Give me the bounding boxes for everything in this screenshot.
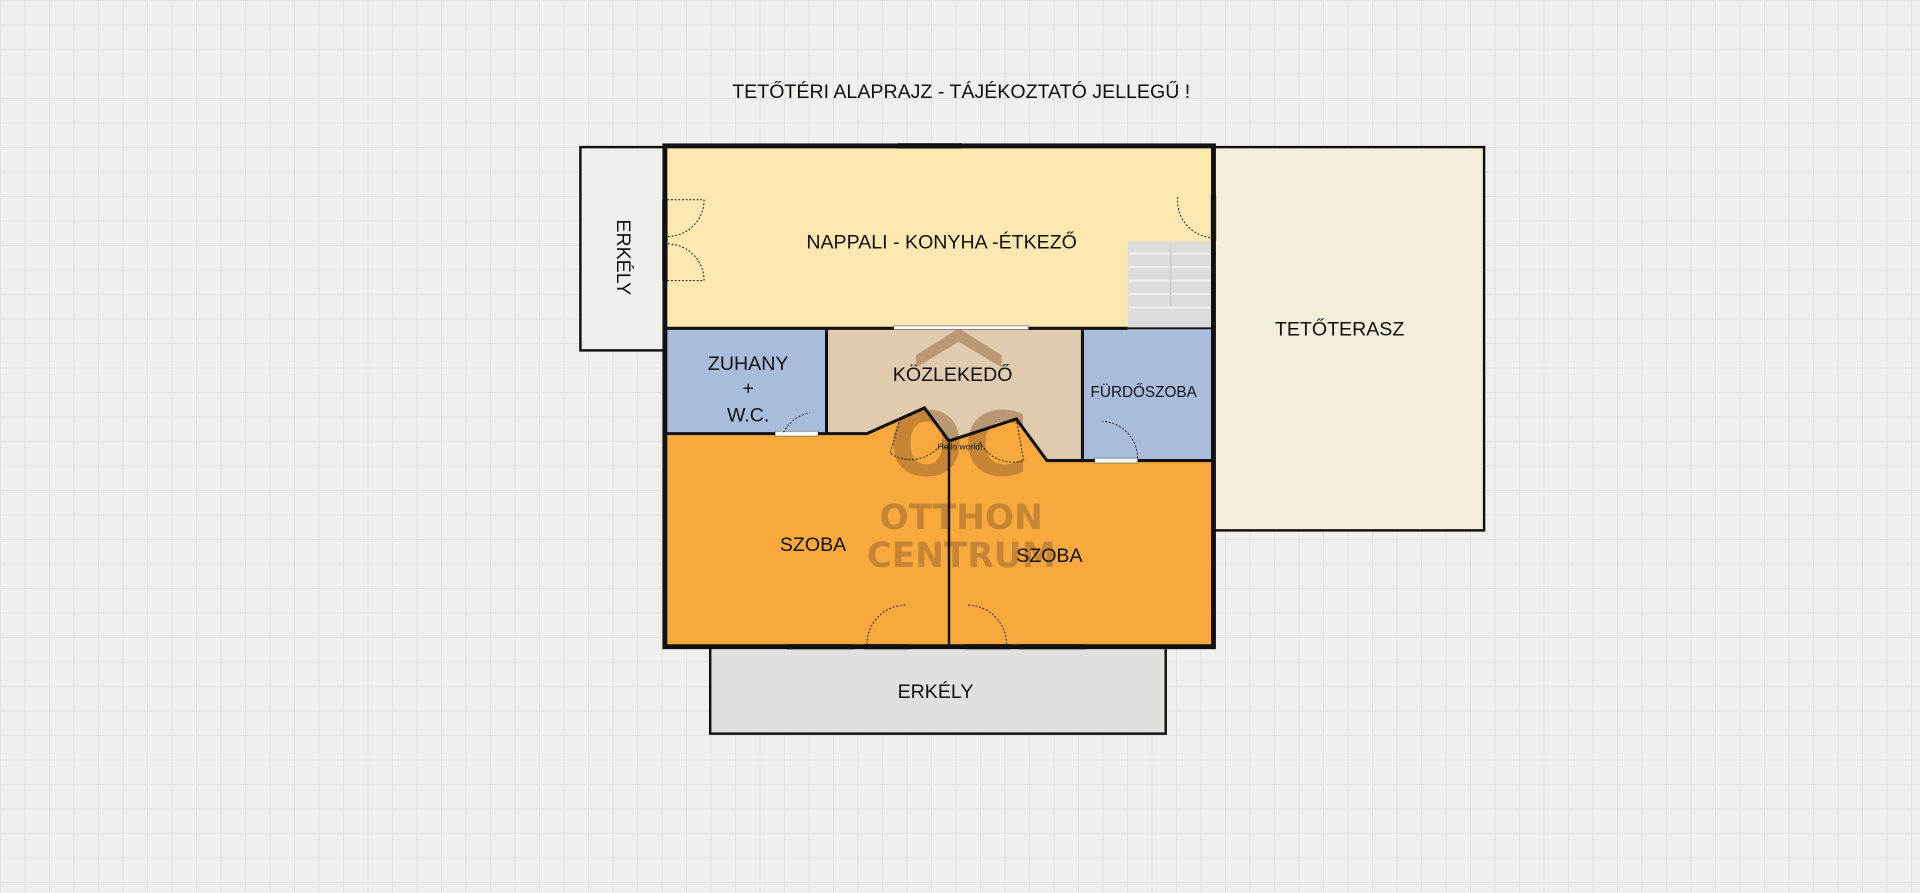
living-label: NAPPALI - KONYHA -ÉTKEZŐ <box>806 231 1077 254</box>
bedroom-right <box>948 418 1214 647</box>
living-kitchen-dining <box>664 145 1214 329</box>
otthon-centrum-watermark: OC OTTHON CENTRUM <box>867 328 1056 576</box>
svg-text:OTTHON: OTTHON <box>880 498 1043 538</box>
bedroom-left <box>664 407 949 647</box>
door-note: Hello world! <box>938 442 983 452</box>
shower-label-3: W.C. <box>727 404 769 426</box>
plan-title: TETŐTÉRI ALAPRAJZ - TÁJÉKOZTATÓ JELLEGŰ … <box>732 80 1190 103</box>
bedroom-right-label: SZOBA <box>1016 545 1083 567</box>
svg-text:CENTRUM: CENTRUM <box>867 536 1056 576</box>
roof-terrace <box>1212 145 1486 532</box>
balcony-left <box>579 145 668 352</box>
door-swings <box>667 196 1214 645</box>
corridor-label: KÖZLEKEDŐ <box>893 363 1013 386</box>
roof-terrace-label: TETŐTERASZ <box>1275 318 1404 341</box>
balcony-bottom-label: ERKÉLY <box>898 680 974 703</box>
stair-steps <box>1128 245 1210 309</box>
balcony-left-label: ERKÉLY <box>612 219 635 295</box>
bathroom <box>1082 328 1214 461</box>
svg-text:OC: OC <box>889 393 1029 496</box>
bathroom-label: FÜRDŐSZOBA <box>1091 383 1198 401</box>
bedroom-left-label: SZOBA <box>780 534 847 556</box>
exterior-walls <box>662 143 1216 650</box>
shower-label-2: + <box>742 377 753 399</box>
shower-label-1: ZUHANY <box>708 353 789 375</box>
